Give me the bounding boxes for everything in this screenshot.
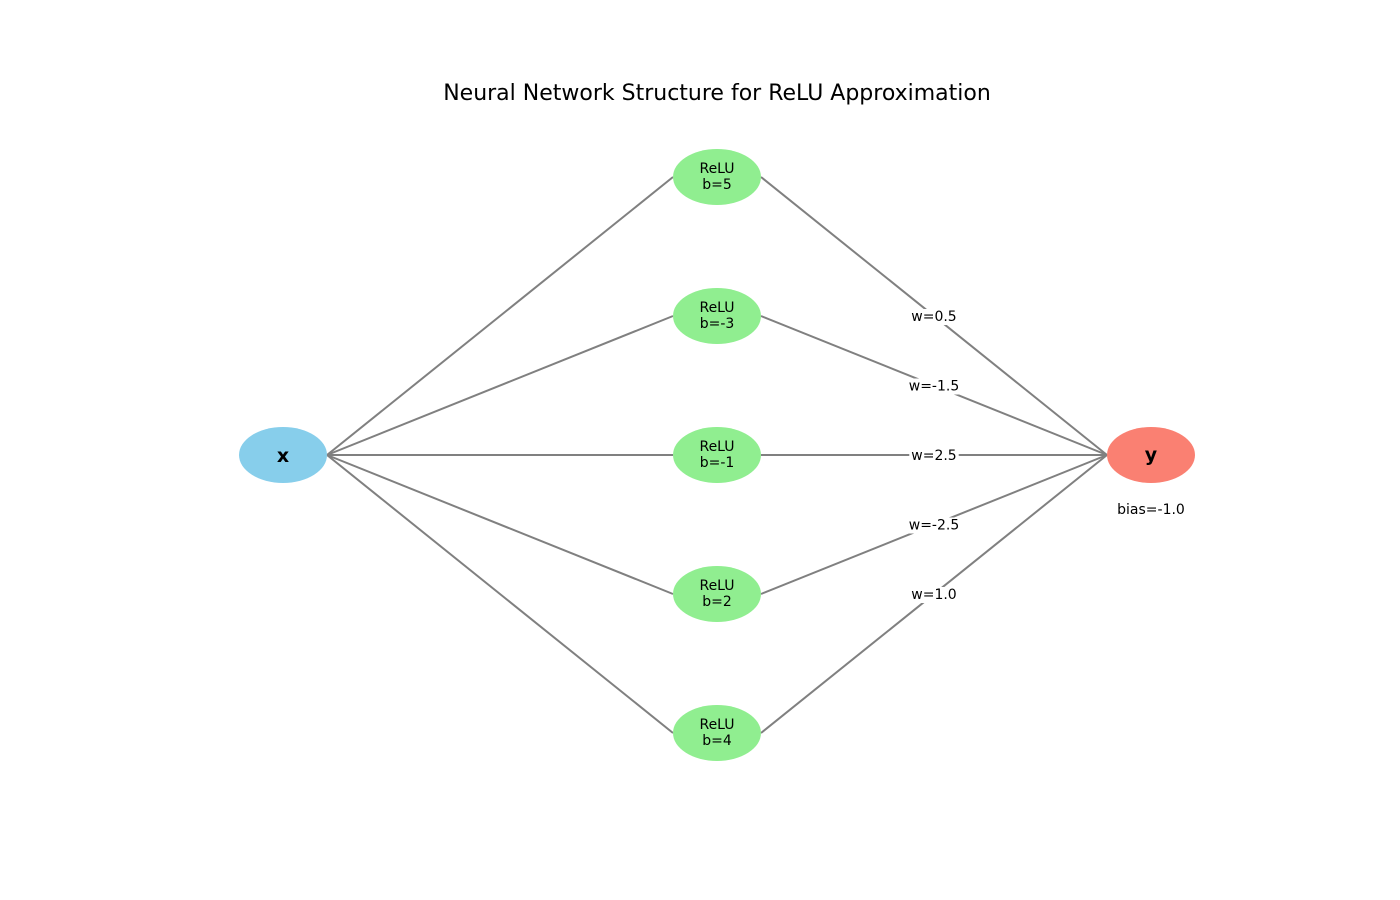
hidden-node-4-bias-label: b=2 bbox=[702, 594, 732, 610]
input-node bbox=[239, 427, 327, 483]
output-bias-label: bias=-1.0 bbox=[1117, 502, 1185, 518]
hidden-node-1 bbox=[673, 149, 761, 205]
hidden-node-4 bbox=[673, 566, 761, 622]
output-node-label: y bbox=[1145, 444, 1158, 466]
hidden-node-1-activation-label: ReLU bbox=[699, 161, 734, 177]
weight-label-4: w=-2.5 bbox=[909, 518, 960, 534]
hidden-node-2-activation-label: ReLU bbox=[699, 300, 734, 316]
labels-layer: xReLUb=5ReLUb=-3ReLUb=-1ReLUb=2ReLUb=4yb… bbox=[277, 161, 1185, 749]
weight-label-background-1 bbox=[909, 309, 959, 325]
hidden-node-1-bias-label: b=5 bbox=[702, 177, 732, 193]
hidden-node-3-bias-label: b=-1 bbox=[700, 455, 735, 471]
edge-input-to-hidden-2 bbox=[326, 315, 674, 456]
weight-label-background-2 bbox=[906, 378, 962, 395]
output-node bbox=[1107, 427, 1195, 483]
edge-input-to-hidden-5 bbox=[326, 454, 674, 734]
diagram-title: Neural Network Structure for ReLU Approx… bbox=[443, 81, 991, 106]
hidden-node-5 bbox=[673, 705, 761, 761]
weight-label-background-4 bbox=[906, 517, 962, 534]
weight-label-background-5 bbox=[909, 587, 959, 603]
weight-label-2: w=-1.5 bbox=[909, 379, 960, 395]
weight-label-3: w=2.5 bbox=[911, 448, 956, 464]
edge-input-to-hidden-4 bbox=[326, 454, 674, 595]
nodes-layer bbox=[239, 149, 1195, 761]
weight-label-background-3 bbox=[909, 448, 959, 464]
weight-labels-layer: w=0.5 w=-1.5 w=2.5 w=-2.5 w=1.0 bbox=[906, 309, 962, 603]
hidden-node-5-bias-label: b=4 bbox=[702, 733, 732, 749]
hidden-node-2-bias-label: b=-3 bbox=[700, 316, 735, 332]
hidden-node-5-activation-label: ReLU bbox=[699, 717, 734, 733]
weight-label-5: w=1.0 bbox=[911, 587, 956, 603]
input-node-label: x bbox=[277, 445, 289, 467]
hidden-node-3 bbox=[673, 427, 761, 483]
hidden-node-2 bbox=[673, 288, 761, 344]
hidden-node-3-activation-label: ReLU bbox=[699, 439, 734, 455]
hidden-node-4-activation-label: ReLU bbox=[699, 578, 734, 594]
weight-label-1: w=0.5 bbox=[911, 309, 956, 325]
edge-input-to-hidden-1 bbox=[326, 176, 674, 456]
